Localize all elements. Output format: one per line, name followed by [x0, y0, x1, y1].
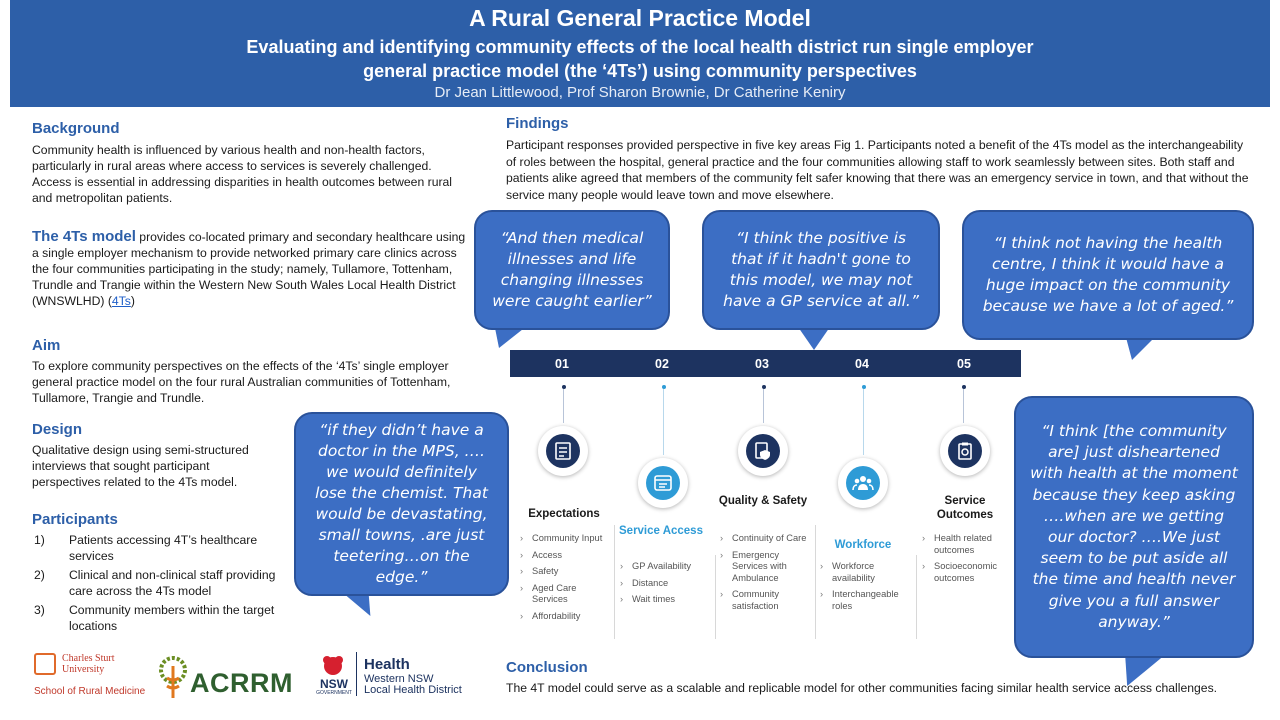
conclusion-heading: Conclusion — [506, 659, 588, 676]
category-workforce: Workforce — [834, 539, 892, 551]
list-item: ›Community satisfaction — [720, 589, 780, 611]
checklist-icon — [538, 426, 588, 476]
list-item: ›Affordability — [520, 610, 581, 621]
findings-heading: Findings — [506, 115, 569, 132]
background-heading: Background — [32, 120, 120, 137]
nsw-gov-text: GOVERNMENT — [316, 690, 352, 696]
csu-logo-icon — [34, 653, 56, 675]
timeline-connector — [863, 389, 864, 455]
list-item: ›Continuity of Care — [720, 533, 807, 543]
category-expectations: Expectations — [528, 508, 600, 520]
nsw-badge: NSW — [320, 677, 348, 691]
category-quality-safety: Quality & Safety — [718, 495, 808, 507]
timeline-pin — [562, 385, 566, 389]
service-outcomes-list: ›Health related outcomes ›Socioeconomic … — [922, 533, 1012, 589]
quote-bubble-1: “And then medical illnesses and life cha… — [474, 210, 670, 330]
list-item: ›Interchangeable roles — [820, 589, 899, 611]
findings-body: Participant responses provided perspecti… — [506, 138, 1249, 202]
design-heading: Design — [32, 421, 83, 438]
waratah-icon — [323, 656, 343, 675]
column-divider — [715, 555, 716, 639]
timeline-pin — [662, 385, 666, 389]
timeline-connector — [663, 389, 664, 455]
csu-school: School of Rural Medicine — [34, 686, 146, 697]
aim-heading: Aim — [32, 337, 61, 354]
background-body: Community health is influenced by variou… — [32, 143, 453, 205]
list-item: ›GP Availability — [620, 561, 692, 571]
clipboard-report-icon — [940, 426, 990, 476]
workforce-list: ›Workforce availability ›Interchangeable… — [820, 561, 912, 617]
participants-list: 1)Patients accessing 4T’s healthcare ser… — [34, 532, 284, 637]
poster-subtitle-line-2: general practice model (the ‘4Ts’) using… — [363, 61, 917, 81]
timeline-pin — [762, 385, 766, 389]
timeline-pin — [862, 385, 866, 389]
expectations-list: ›Community Input ›Access ›Safety ›Aged C… — [520, 533, 612, 627]
quote-bubble-3: “I think not having the health centre, I… — [962, 210, 1254, 340]
shield-document-icon — [738, 426, 788, 476]
quality-safety-list: ›Continuity of Care ›Emergency Services … — [720, 533, 812, 617]
list-item: ›Distance — [620, 577, 669, 588]
participant-item: 1)Patients accessing 4T’s healthcare ser… — [34, 533, 258, 563]
list-item: ›Socioeconomic outcomes — [922, 561, 998, 583]
team-icon — [838, 458, 888, 508]
timeline-connector — [763, 389, 764, 423]
participant-item: 2)Clinical and non-clinical staff provid… — [34, 568, 276, 598]
design-body: Qualitative design using semi-structured… — [32, 443, 249, 489]
timeline-connector — [563, 389, 564, 423]
poster-subtitle-line-1: Evaluating and identifying community eff… — [246, 37, 1034, 57]
poster-title: A Rural General Practice Model — [469, 5, 811, 31]
quote-bubble-4: “if they didn’t have a doctor in the MPS… — [294, 412, 509, 596]
list-item: ›Workforce availability — [820, 561, 875, 583]
list-item: ›Aged Care Services — [520, 582, 577, 605]
model-section: The 4Ts model provides co-located primar… — [32, 229, 472, 309]
conclusion-body: The 4T model could serve as a scalable a… — [506, 681, 1218, 695]
model-body: provides co-located primary and secondar… — [32, 230, 466, 308]
column-divider — [614, 525, 615, 639]
participants-heading: Participants — [32, 511, 118, 528]
model-close: ) — [130, 294, 135, 308]
browser-form-icon — [638, 458, 688, 508]
model-heading: The 4Ts model — [32, 228, 136, 245]
quote-bubble-5: “I think [the community are] just dishea… — [1014, 396, 1254, 658]
acrrm-logo-icon — [159, 656, 187, 698]
acrrm-logo-text: ACRRM — [190, 668, 293, 698]
category-service-access: Service Access — [619, 525, 703, 537]
list-item: ›Emergency Services with Ambulance — [720, 549, 787, 583]
timeline-pin — [962, 385, 966, 389]
service-access-list: ›GP Availability ›Distance ›Wait times — [620, 561, 712, 611]
timeline-number: 02 — [655, 357, 669, 371]
model-link[interactable]: 4Ts — [111, 294, 131, 308]
list-item: ›Safety — [520, 566, 559, 576]
quote-bubble-2: “I think the positive is that if it hadn… — [702, 210, 940, 330]
health-logo-text: Health — [364, 656, 410, 673]
csu-name: Charles Sturt University — [62, 653, 115, 675]
participant-item: 3)Community members within the target lo… — [34, 603, 275, 633]
poster-authors: Dr Jean Littlewood, Prof Sharon Brownie,… — [434, 84, 846, 101]
timeline-number: 03 — [755, 357, 769, 371]
poster-header: A Rural General Practice Model Evaluatin… — [10, 0, 1270, 107]
list-item: ›Health related outcomes — [922, 533, 992, 555]
timeline-number: 05 — [957, 357, 971, 371]
column-divider — [916, 555, 917, 639]
timeline-number: 01 — [555, 357, 569, 371]
list-item: ›Community Input — [520, 533, 603, 543]
category-service-outcomes: Service Outcomes — [936, 495, 994, 521]
column-divider — [815, 525, 816, 639]
logo-divider — [356, 652, 357, 696]
timeline-number: 04 — [855, 357, 869, 371]
timeline-bar — [510, 350, 1021, 377]
timeline-connector — [963, 389, 964, 423]
aim-body: To explore community perspectives on the… — [32, 359, 451, 405]
lhd-text: Western NSW Local Health District — [364, 673, 462, 696]
list-item: ›Access — [520, 549, 562, 560]
list-item: ›Wait times — [620, 594, 676, 604]
